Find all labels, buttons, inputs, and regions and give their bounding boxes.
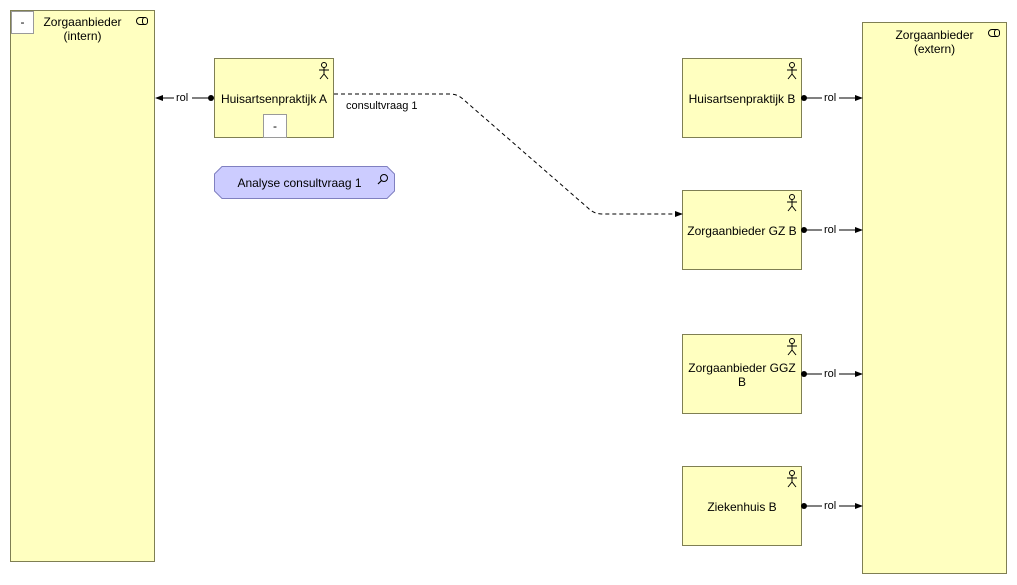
actor-label: Huisartsenpraktijk B: [688, 92, 796, 106]
connector-rol-ggz-b[interactable]: [801, 371, 863, 377]
flow-consultvraag[interactable]: [334, 93, 683, 217]
edge-label-rol: rol: [824, 92, 837, 104]
connector-rol-a[interactable]: [155, 95, 214, 101]
actor-zorgaanbieder-ggz-b[interactable]: Zorgaanbieder GGZ B: [682, 334, 802, 414]
actor-icon: [787, 338, 797, 356]
actor-ziekenhuis-b[interactable]: Ziekenhuis B: [682, 466, 802, 546]
collapse-button[interactable]: -: [263, 114, 287, 138]
collapse-button[interactable]: -: [11, 11, 34, 34]
edge-label-consultvraag: consultvraag 1: [346, 100, 418, 112]
group-zorgaanbieder-intern[interactable]: - Zorgaanbieder (intern): [10, 10, 155, 562]
actor-label: Huisartsenpraktijk A: [220, 92, 328, 106]
group-zorgaanbieder-extern[interactable]: Zorgaanbieder (extern): [862, 22, 1007, 574]
role-icon: [988, 29, 1000, 37]
edge-label-rol: rol: [824, 500, 837, 512]
actor-zorgaanbieder-gz-b[interactable]: Zorgaanbieder GZ B: [682, 190, 802, 270]
group-title: Zorgaanbieder (intern): [43, 15, 122, 43]
actor-huisartsenpraktijk-b[interactable]: Huisartsenpraktijk B: [682, 58, 802, 138]
connector-rol-huisartsenpraktijk-b[interactable]: [801, 95, 863, 101]
event-label: Analyse consultvraag 1: [237, 176, 362, 190]
connector-rol-gz-b[interactable]: [801, 227, 863, 233]
event-analyse-consultvraag[interactable]: Analyse consultvraag 1: [214, 166, 395, 199]
actor-icon: [787, 194, 797, 212]
edge-label-rol: rol: [824, 368, 837, 380]
actor-icon: [319, 62, 329, 80]
actor-icon: [787, 470, 797, 488]
search-icon: [377, 174, 388, 185]
group-title: Zorgaanbieder (extern): [895, 28, 974, 56]
actor-icon: [787, 62, 797, 80]
edge-label-rol: rol: [824, 224, 837, 236]
edge-label-rol: rol: [176, 92, 189, 104]
connector-rol-ziekenhuis-b[interactable]: [801, 503, 863, 509]
actor-label: Ziekenhuis B: [707, 500, 777, 514]
actor-label: Zorgaanbieder GZ B: [687, 224, 797, 238]
actor-huisartsenpraktijk-a[interactable]: Huisartsenpraktijk A -: [214, 58, 334, 138]
actor-label: Zorgaanbieder GGZ B: [688, 361, 796, 389]
role-icon: [136, 17, 148, 25]
